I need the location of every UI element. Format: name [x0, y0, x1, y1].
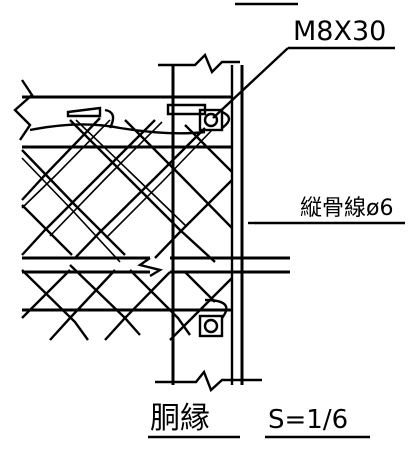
scale-label: S=1/6	[268, 405, 348, 435]
bolt-leader-line	[212, 46, 395, 119]
bolt-upper	[198, 108, 231, 132]
lower-rail	[22, 256, 290, 312]
chain-link-mesh	[21, 117, 233, 341]
top-clips	[66, 103, 207, 129]
bolt-lower	[198, 298, 228, 338]
frame-post	[155, 52, 262, 393]
vertical-wire-label: 縦骨線ø6	[300, 196, 393, 221]
drawing-title: 胴縁	[150, 401, 210, 436]
title-block: 胴縁 S=1/6	[148, 401, 370, 439]
bolt-spec-label: M8X30	[293, 16, 386, 47]
